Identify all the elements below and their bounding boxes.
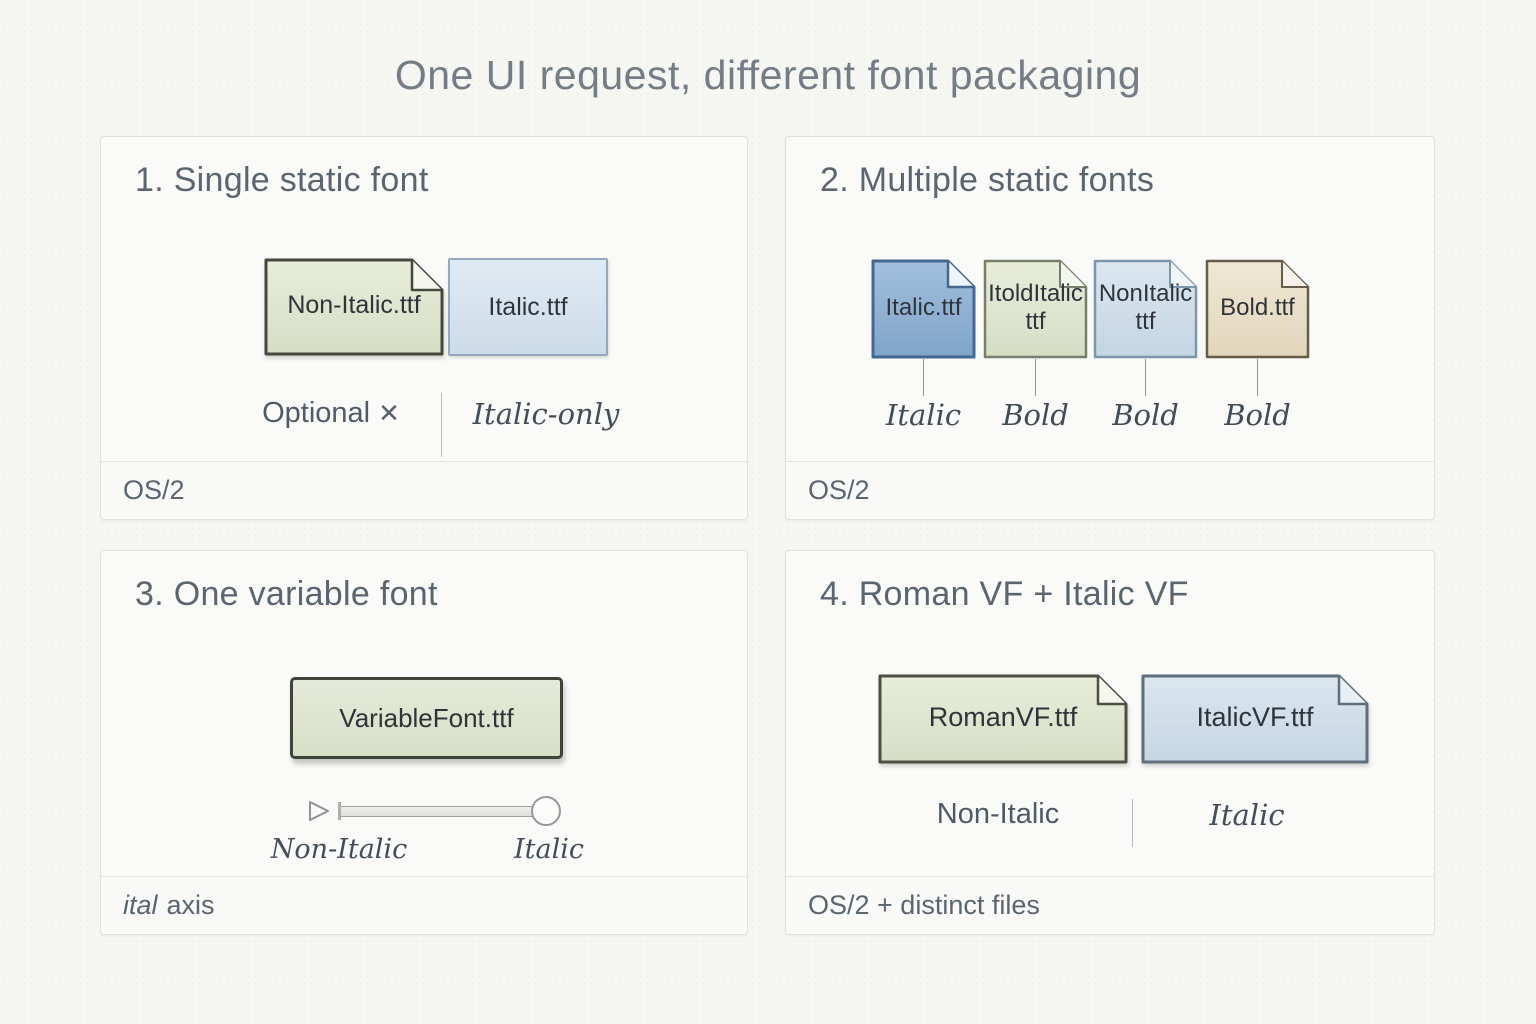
file-with-folded-corner-icon — [264, 258, 444, 356]
label-divider — [1132, 799, 1133, 847]
panel-1-footer: OS/2 — [101, 461, 747, 519]
file-name: ItalicVF.ttf — [1196, 702, 1314, 733]
panel-1-heading: 1. Single static font — [135, 161, 429, 199]
label-divider — [441, 393, 442, 457]
file-with-folded-corner-icon — [871, 259, 976, 359]
x-mark-icon: ✕ — [378, 398, 400, 428]
file-name: VariableFont.ttf — [339, 702, 514, 733]
file-romanvf-ttf: RomanVF.ttf — [878, 674, 1128, 764]
panel-2-heading: 2. Multiple static fonts — [820, 161, 1155, 199]
file-italic-ttf: Italic.ttf — [448, 258, 608, 356]
axis-name: ital — [123, 890, 158, 920]
file-name: Italic.ttf — [885, 293, 962, 321]
file-name: RomanVF.ttf — [928, 702, 1078, 733]
slider-right-label: Italic — [513, 834, 584, 865]
style-tag: Bold — [1112, 398, 1179, 432]
panel-multiple-static-fonts: 2. Multiple static fonts Italic.ttf Ital… — [785, 136, 1435, 520]
file-with-folded-corner-icon — [1141, 674, 1369, 764]
file-variablefont-ttf: VariableFont.ttf — [290, 677, 563, 759]
style-tag: Bold — [1224, 398, 1291, 432]
panel-2-footer: OS/2 — [786, 461, 1434, 519]
ital-axis-slider[interactable] — [306, 795, 561, 827]
file-with-folded-corner-icon — [1205, 259, 1310, 359]
connector-line — [923, 359, 924, 396]
file-with-folded-corner-icon — [1093, 259, 1198, 359]
panel-single-static-font: 1. Single static font Non-Italic.ttf Ita… — [100, 136, 748, 520]
panel-4-footer: OS/2 + distinct files — [786, 876, 1434, 934]
style-tag: Italic — [885, 398, 962, 432]
panel-roman-vf-italic-vf: 4. Roman VF + Italic VF RomanVF.ttf Ital… — [785, 550, 1435, 935]
file-italic-ttf: Italic.ttf — [871, 259, 976, 359]
style-tag: Bold — [1002, 398, 1069, 432]
connector-line — [1035, 359, 1036, 396]
slider-track[interactable] — [338, 801, 547, 820]
file-column: Bold.ttf Bold — [1205, 259, 1310, 432]
file-bold-ttf: Bold.ttf — [1205, 259, 1310, 359]
connector-line — [1257, 359, 1258, 396]
file-name: Bold.ttf — [1220, 293, 1295, 321]
page-title: One UI request, different font packaging — [394, 52, 1142, 98]
file-name: Italic.ttf — [488, 292, 568, 321]
play-triangle-icon — [309, 801, 329, 821]
connector-line — [1145, 359, 1146, 396]
italic-only-label: Italic-only — [472, 397, 620, 431]
optional-label: Optional✕ — [262, 397, 400, 429]
file-column: Italic.ttf Italic — [871, 259, 976, 432]
panel-3-heading: 3. One variable font — [135, 575, 438, 613]
file-with-folded-corner-icon — [878, 674, 1128, 764]
file-italicvf-ttf: ItalicVF.ttf — [1141, 674, 1369, 764]
file-name: Non-Italic.ttf — [287, 291, 421, 320]
non-italic-label: Non-Italic — [936, 798, 1060, 830]
panel-one-variable-font: 3. One variable font VariableFont.ttf No… — [100, 550, 748, 935]
slider-left-label: Non-Italic — [270, 834, 408, 865]
panel-3-footer: ital axis — [101, 876, 747, 934]
file-non-italic-ttf: Non-Italic.ttf — [264, 258, 444, 356]
file-with-folded-corner-icon — [983, 259, 1088, 359]
slider-knob[interactable] — [531, 796, 561, 826]
italic-label: Italic — [1209, 798, 1285, 832]
panel-4-heading: 4. Roman VF + Italic VF — [820, 575, 1189, 613]
